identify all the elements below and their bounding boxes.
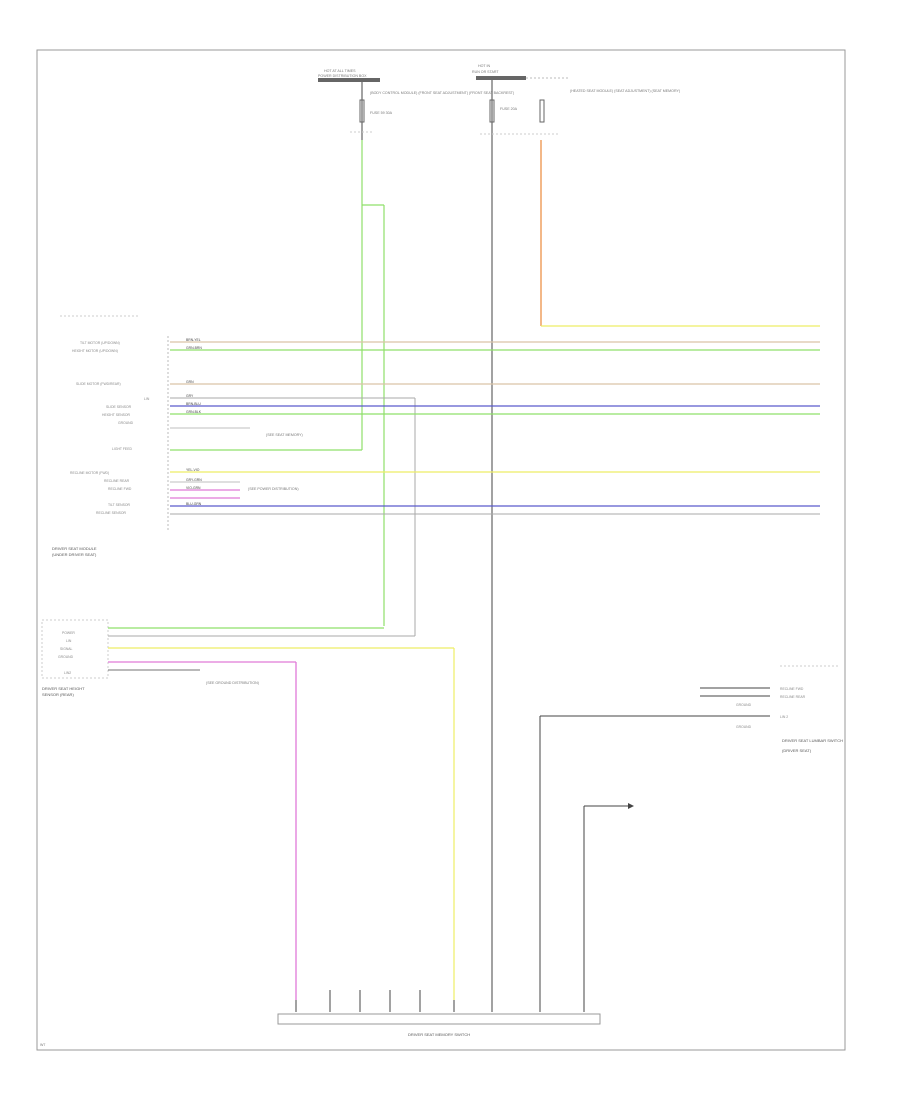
svg-text:LIGHT FEED: LIGHT FEED <box>112 447 132 451</box>
svg-text:DRIVER SEAT LUMBAR SWITCH: DRIVER SEAT LUMBAR SWITCH <box>782 738 843 743</box>
svg-text:GROUND: GROUND <box>58 655 74 659</box>
svg-text:SENSOR (REAR): SENSOR (REAR) <box>42 692 74 697</box>
sensor-block: POWER LIN SIGNAL GROUND LIN2 DRIVER SEAT… <box>41 619 109 697</box>
svg-text:RECLINE FWD: RECLINE FWD <box>780 687 804 691</box>
svg-text:LIN2: LIN2 <box>64 671 71 675</box>
svg-text:BRN-BLU: BRN-BLU <box>186 402 201 406</box>
ground-arrow-icon <box>628 803 634 809</box>
svg-text:GROUND: GROUND <box>118 421 134 425</box>
svg-text:SLIDE SENSOR: SLIDE SENSOR <box>106 405 132 409</box>
svg-text:HOT AT ALL TIMES: HOT AT ALL TIMES <box>324 69 356 73</box>
svg-text:DRIVER SEAT MEMORY SWITCH: DRIVER SEAT MEMORY SWITCH <box>408 1032 470 1037</box>
wire-code-labels: BRN-YEL GRN-BRN GRN GRY BRN-BLU GRN-BLK … <box>186 338 202 506</box>
svg-text:GRY: GRY <box>186 394 194 398</box>
svg-text:(DRIVER SEAT): (DRIVER SEAT) <box>782 748 812 753</box>
svg-text:FUSE 59 30A: FUSE 59 30A <box>370 111 393 115</box>
svg-text:(HEATED SEAT MODULE) (SEAT ADJ: (HEATED SEAT MODULE) (SEAT ADJUSTMENT) (… <box>570 89 680 93</box>
svg-text:DRIVER SEAT MODULE: DRIVER SEAT MODULE <box>52 546 97 551</box>
svg-text:POWER DISTRIBUTION BOX: POWER DISTRIBUTION BOX <box>318 74 367 78</box>
svg-text:SIGNAL: SIGNAL <box>60 647 73 651</box>
svg-text:DRIVER SEAT HEIGHT: DRIVER SEAT HEIGHT <box>42 686 85 691</box>
svg-text:(BODY CONTROL MODULE) (FRONT S: (BODY CONTROL MODULE) (FRONT SEAT ADJUST… <box>370 91 514 95</box>
fuse-block-right: HOT IN RUN OR START (HEATED SEAT MODULE)… <box>472 64 680 140</box>
seat-memory-switch: DRIVER SEAT MEMORY SWITCH <box>277 990 601 1037</box>
svg-text:BRN-YEL: BRN-YEL <box>186 338 201 342</box>
svg-text:RECLINE REAR: RECLINE REAR <box>104 479 130 483</box>
diagram-frame <box>36 49 846 1051</box>
svg-text:RUN OR START: RUN OR START <box>472 70 499 74</box>
svg-text:GRY-GRN: GRY-GRN <box>186 478 202 482</box>
svg-text:RECLINE FWD: RECLINE FWD <box>108 487 132 491</box>
svg-text:HOT IN: HOT IN <box>478 64 491 68</box>
svg-text:HEIGHT MOTOR (UP/DOWN): HEIGHT MOTOR (UP/DOWN) <box>72 349 118 353</box>
svg-text:LIN 2: LIN 2 <box>780 715 788 719</box>
seat-module-block: TILT MOTOR (UP/DOWN) HEIGHT MOTOR (UP/DO… <box>52 315 169 557</box>
svg-text:GRN-BLK: GRN-BLK <box>186 410 202 414</box>
svg-text:FUSE 20A: FUSE 20A <box>500 107 518 111</box>
svg-text:RECLINE SENSOR: RECLINE SENSOR <box>96 511 127 515</box>
svg-text:GROUND: GROUND <box>736 725 752 729</box>
right-switch-block: RECLINE FWD RECLINE REAR GROUND LIN 2 GR… <box>539 665 843 1000</box>
svg-text:RECLINE MOTOR (FWD): RECLINE MOTOR (FWD) <box>70 471 109 475</box>
svg-text:BLU-GRN: BLU-GRN <box>186 502 202 506</box>
harness-wires <box>170 341 820 636</box>
svg-text:GRN: GRN <box>186 380 194 384</box>
fuse-block-left: HOT AT ALL TIMES POWER DISTRIBUTION BOX … <box>318 69 514 140</box>
note-seat-memory: (SEE SEAT MEMORY) <box>266 433 303 437</box>
svg-text:GRN-BRN: GRN-BRN <box>186 346 202 350</box>
svg-text:RECLINE REAR: RECLINE REAR <box>780 695 806 699</box>
corner-label: W7 <box>40 1043 45 1047</box>
svg-text:VIO-GRN: VIO-GRN <box>186 486 201 490</box>
svg-text:(UNDER DRIVER SEAT): (UNDER DRIVER SEAT) <box>52 552 97 557</box>
svg-text:LIN: LIN <box>144 397 150 401</box>
note-power-dist: (SEE POWER DISTRIBUTION) <box>248 487 299 491</box>
svg-text:TILT MOTOR (UP/DOWN): TILT MOTOR (UP/DOWN) <box>80 341 120 345</box>
svg-text:POWER: POWER <box>62 631 75 635</box>
svg-text:LIN: LIN <box>66 639 72 643</box>
svg-text:GROUND: GROUND <box>736 703 752 707</box>
svg-text:HEIGHT SENSOR: HEIGHT SENSOR <box>102 413 131 417</box>
svg-text:YEL-VIO: YEL-VIO <box>186 468 200 472</box>
note-ground-dist: (SEE GROUND DISTRIBUTION) <box>206 681 259 685</box>
svg-text:TILT SENSOR: TILT SENSOR <box>108 503 130 507</box>
svg-text:SLIDE MOTOR (FWD/REAR): SLIDE MOTOR (FWD/REAR) <box>76 382 121 386</box>
